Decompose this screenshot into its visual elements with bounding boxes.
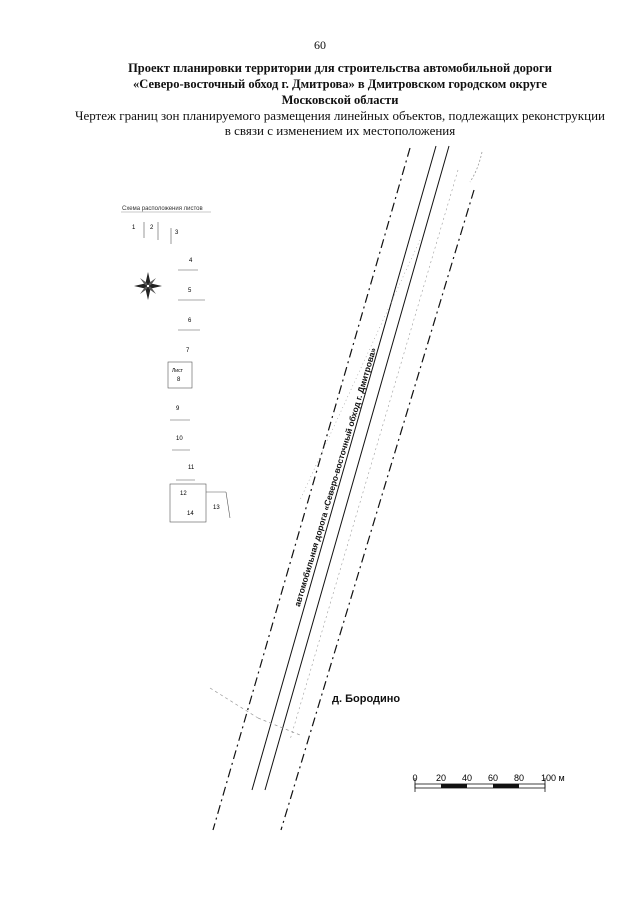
- title-line-1: Проект планировки территории для строите…: [128, 61, 552, 75]
- sheet-number: 3: [175, 230, 179, 236]
- scale-tick-label: 100 м: [541, 773, 565, 783]
- scale-bar: 0 20 40 60 80 100 м: [412, 773, 565, 792]
- sheet-number: 2: [150, 225, 154, 231]
- road-edge-left: [251, 145, 437, 791]
- sheet-number: 14: [187, 511, 194, 517]
- inset-title: Схема расположения листов: [122, 206, 203, 212]
- scale-tick-label: 60: [488, 773, 498, 783]
- cross-line: [209, 687, 259, 719]
- title-line-2: «Северо-восточный обход г. Дмитрова» в Д…: [133, 77, 547, 91]
- sheet-number: 11: [188, 465, 195, 471]
- sheet-layout-inset: Схема расположения листов 1 2 3 4 5 6 7 …: [121, 206, 231, 523]
- sheet-number: 1: [132, 225, 136, 231]
- title-block: Проект планировки территории для строите…: [60, 60, 620, 138]
- sheet-number: 4: [189, 258, 193, 264]
- sheet-number: 13: [213, 505, 220, 511]
- scale-tick-label: 20: [436, 773, 446, 783]
- compass-rose-icon: [134, 272, 162, 300]
- faint-curve: [469, 151, 483, 183]
- sheet-number: 9: [176, 406, 180, 412]
- current-sheet-label: Лист: [172, 368, 184, 374]
- scale-tick-label: 40: [462, 773, 472, 783]
- sheet-number: 12: [180, 491, 187, 497]
- sheet-number: 8: [177, 377, 181, 383]
- road-edge-right: [264, 145, 450, 791]
- sheet-number: 10: [176, 436, 183, 442]
- sheet-number: 6: [188, 318, 192, 324]
- zone-boundary-left: [212, 147, 411, 831]
- village-label: д. Бородино: [332, 693, 400, 705]
- cross-line-2: [257, 717, 301, 736]
- page-number: 60: [314, 38, 326, 52]
- scale-tick-label: 80: [514, 773, 524, 783]
- subtitle-line-1: Чертеж границ зон планируемого размещени…: [75, 108, 605, 123]
- road-label: автомобильная дорога «Северо-восточный о…: [292, 346, 378, 607]
- faint-line-2: [299, 239, 421, 501]
- scale-tick-label: 0: [412, 773, 417, 783]
- title-line-3: Московской области: [281, 93, 399, 107]
- sheet-number: 7: [186, 348, 190, 354]
- subtitle-line-2: в связи с изменением их местоположения: [224, 123, 456, 138]
- sheet-number: 5: [188, 288, 192, 294]
- zone-boundary-right: [280, 189, 475, 831]
- faint-line-1: [289, 169, 459, 741]
